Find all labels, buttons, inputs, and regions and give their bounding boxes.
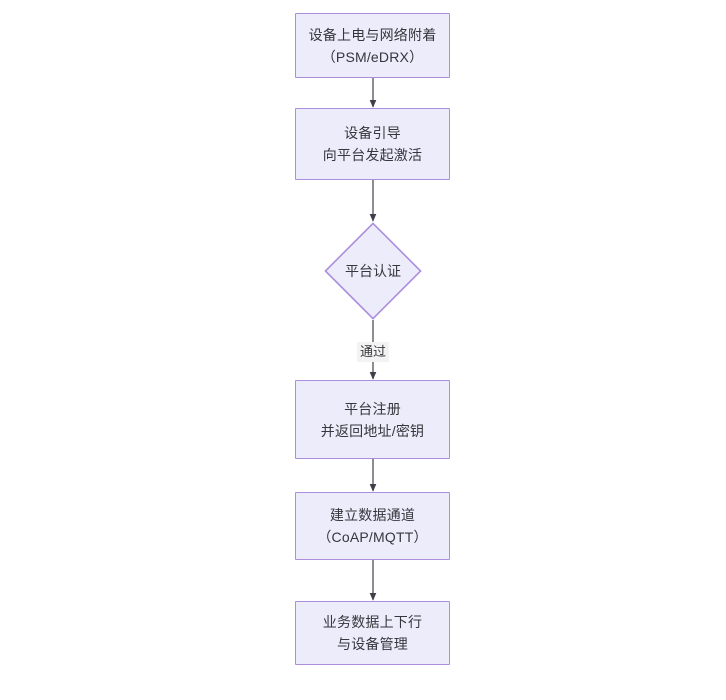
diamond-shape <box>324 222 422 320</box>
flow-node-device-power-on[interactable]: 设备上电与网络附着 （PSM/eDRX） <box>295 13 450 78</box>
edge-label-pass: 通过 <box>356 342 390 362</box>
flow-node-business-data[interactable]: 业务数据上下行 与设备管理 <box>295 601 450 665</box>
flow-node-data-channel[interactable]: 建立数据通道 （CoAP/MQTT） <box>295 492 450 560</box>
flow-node-label: 业务数据上下行 与设备管理 <box>322 614 423 652</box>
flow-node-label: 设备引导 向平台发起激活 <box>322 125 423 163</box>
flow-node-device-bootstrap[interactable]: 设备引导 向平台发起激活 <box>295 108 450 180</box>
flow-node-platform-auth[interactable]: 平台认证 <box>324 222 422 320</box>
flow-node-label: 设备上电与网络附着 （PSM/eDRX） <box>308 26 437 65</box>
flow-node-label: 平台认证 <box>345 263 401 279</box>
flow-node-platform-register[interactable]: 平台注册 并返回地址/密钥 <box>295 380 450 459</box>
flow-node-label: 建立数据通道 （CoAP/MQTT） <box>317 507 428 545</box>
flow-node-label: 平台注册 并返回地址/密钥 <box>320 400 425 439</box>
